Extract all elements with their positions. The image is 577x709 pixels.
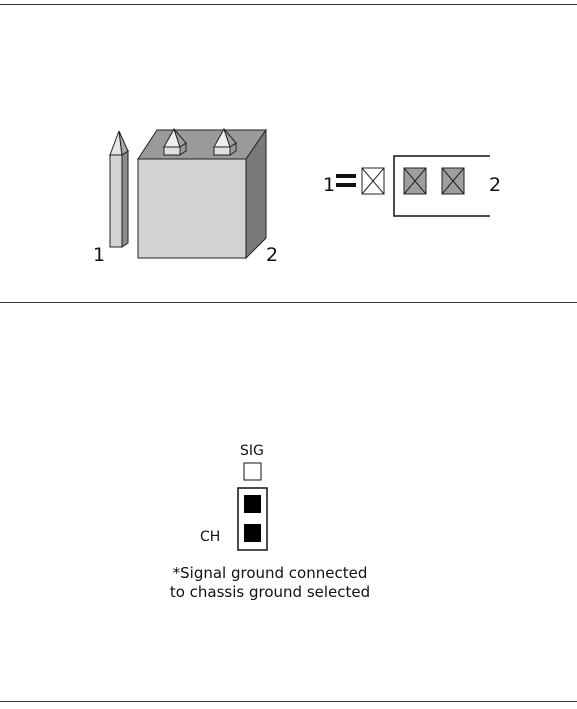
shorted-pin-ch <box>244 524 261 542</box>
middle-divider <box>0 302 577 303</box>
top-divider <box>0 4 577 5</box>
jumper-schematic-symbol <box>336 155 490 217</box>
equals-icon <box>336 174 356 187</box>
symbol-pin-1-label: 1 <box>323 174 336 196</box>
caption-line-1: *Signal ground connected <box>172 564 368 582</box>
covered-pin-3 <box>213 127 237 156</box>
open-pad-1 <box>361 167 385 195</box>
ground-jumper-diagram <box>237 462 268 551</box>
jumper-shunt-cap <box>137 128 267 260</box>
symbol-pin-2-label: 2 <box>489 174 502 196</box>
sig-label: SIG <box>240 443 264 459</box>
sig-pin-open <box>243 462 262 481</box>
covered-pad-2 <box>403 167 427 195</box>
setting-caption: *Signal ground connected to chassis grou… <box>140 564 400 602</box>
shorted-pin-middle <box>244 495 261 513</box>
covered-pad-3 <box>441 167 465 195</box>
jumper-3d-illustration <box>108 127 267 260</box>
ch-label: CH <box>200 529 221 545</box>
exposed-pin-1 <box>108 130 130 248</box>
caption-line-2: to chassis ground selected <box>169 583 371 601</box>
pin-1-label: 1 <box>93 244 106 266</box>
pin-2-label: 2 <box>266 244 279 266</box>
shunt-outline <box>393 155 490 217</box>
bottom-divider <box>0 701 577 702</box>
covered-pin-2 <box>163 127 187 156</box>
